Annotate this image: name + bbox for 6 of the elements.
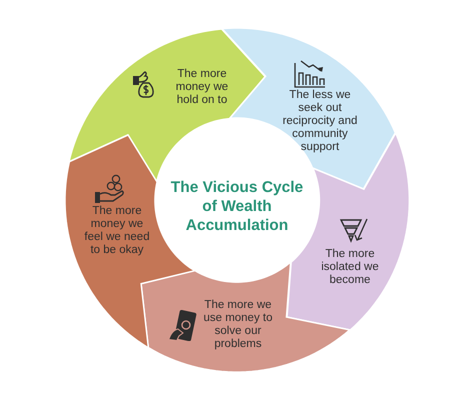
step-text: The more money we feel we need to be okay [83,204,151,257]
step-text: The more isolated we become [320,248,380,288]
step-text: The more we use money to solve our problems [202,298,274,351]
step-text: The more money we hold on to [174,68,230,108]
cycle-title: The Vicious Cycle of Wealth Accumulation [170,178,304,234]
step-text: The less we seek out reciprocity and community support [282,89,358,154]
